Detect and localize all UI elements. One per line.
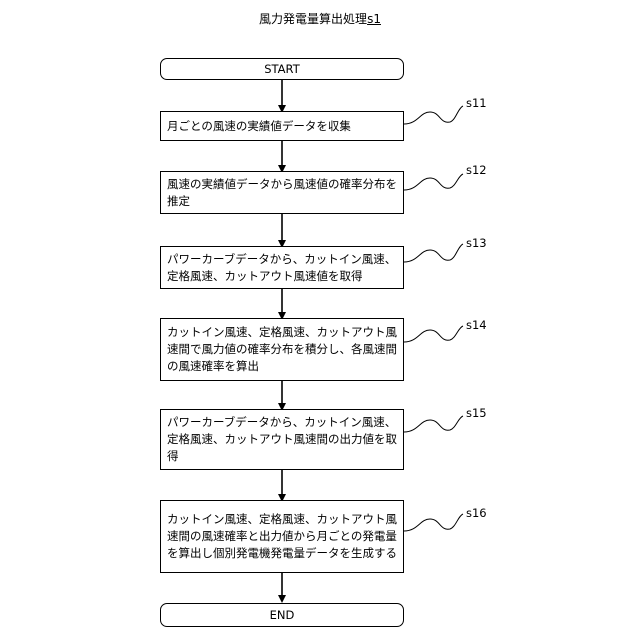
leader-s14 (404, 326, 463, 342)
step-id-s15: s15 (466, 406, 487, 420)
leader-s15 (404, 416, 463, 432)
step-box-s13: パワーカーブデータから、カットイン風速、定格風速、カットアウト風速値を取得 (160, 246, 404, 289)
step-id-s12: s12 (466, 163, 487, 177)
start-label: START (264, 61, 299, 78)
step-text-s16: カットイン風速、定格風速、カットアウト風速間の風速確率と出力値から月ごとの発電量… (167, 511, 397, 562)
step-id-s14: s14 (466, 318, 487, 332)
step-text-s12: 風速の実績値データから風速値の確率分布を推定 (167, 176, 397, 210)
end-terminal: END (160, 603, 404, 627)
step-id-s11: s11 (466, 96, 487, 110)
leader-s12 (404, 174, 463, 190)
step-text-s11: 月ごとの風速の実績値データを収集 (167, 118, 351, 135)
step-id-s13: s13 (466, 236, 487, 250)
leader-s11 (404, 106, 463, 124)
step-box-s15: パワーカーブデータから、カットイン風速、定格風速、カットアウト風速間の出力値を取… (160, 409, 404, 470)
step-id-s16: s16 (466, 506, 487, 520)
step-text-s13: パワーカーブデータから、カットイン風速、定格風速、カットアウト風速値を取得 (167, 251, 397, 285)
step-box-s12: 風速の実績値データから風速値の確率分布を推定 (160, 171, 404, 214)
end-label: END (270, 607, 295, 624)
step-box-s16: カットイン風速、定格風速、カットアウト風速間の風速確率と出力値から月ごとの発電量… (160, 500, 404, 573)
step-text-s14: カットイン風速、定格風速、カットアウト風速間で風力値の確率分布を積分し、各風速間… (167, 324, 397, 375)
leader-s16 (404, 514, 463, 531)
start-terminal: START (160, 58, 404, 80)
step-box-s11: 月ごとの風速の実績値データを収集 (160, 111, 404, 141)
leader-s13 (404, 244, 463, 262)
step-text-s15: パワーカーブデータから、カットイン風速、定格風速、カットアウト風速間の出力値を取… (167, 414, 397, 465)
step-box-s14: カットイン風速、定格風速、カットアウト風速間で風力値の確率分布を積分し、各風速間… (160, 318, 404, 381)
